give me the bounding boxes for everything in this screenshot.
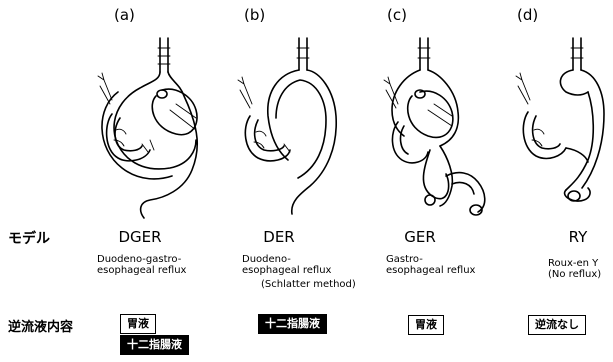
panel-d-reflux-none: 逆流なし — [528, 315, 586, 335]
panel-d-desc-line1: Roux-en Y — [548, 258, 601, 269]
panel-b-method-note: (Schlatter method) — [261, 279, 356, 290]
panel-a-reflux-gastric: 胃液 — [120, 314, 156, 334]
ry-anatomy-illustration — [0, 0, 613, 230]
model-row-label: モデル — [8, 228, 50, 248]
panel-a-reflux-duodenal: 十二指腸液 — [120, 335, 189, 355]
panel-c-description: Gastro- esophageal reflux — [386, 254, 475, 276]
panel-b-description: Duodeno- esophageal reflux — [242, 254, 331, 276]
panel-b-model-name: DER — [219, 228, 339, 246]
panel-c-desc-line2: esophageal reflux — [386, 265, 475, 276]
panel-d-model-name: RY — [518, 228, 613, 246]
panel-b-reflux-duodenal: 十二指腸液 — [258, 314, 327, 334]
panel-d-description: Roux-en Y (No reflux) — [548, 258, 601, 280]
panel-a-desc-line2: esophageal reflux — [97, 265, 186, 276]
panel-d-desc-line2: (No reflux) — [548, 269, 601, 280]
panel-b-desc-line1: Duodeno- — [242, 254, 331, 265]
panel-c-reflux-gastric: 胃液 — [408, 315, 444, 335]
panel-a-model-name: DGER — [80, 228, 200, 246]
panel-a-desc-line1: Duodeno-gastro- — [97, 254, 186, 265]
panel-b-desc-line2: esophageal reflux — [242, 265, 331, 276]
panel-c-desc-line1: Gastro- — [386, 254, 475, 265]
panel-a-description: Duodeno-gastro- esophageal reflux — [97, 254, 186, 276]
reflux-row-label: 逆流液内容 — [8, 316, 73, 335]
panel-c-model-name: GER — [360, 228, 480, 246]
